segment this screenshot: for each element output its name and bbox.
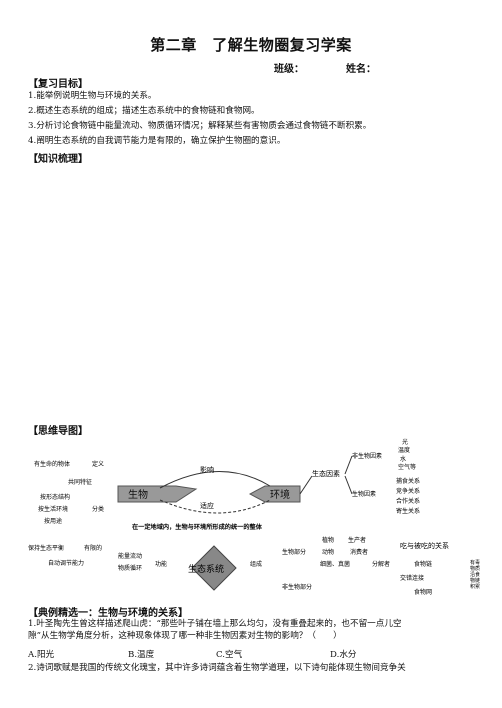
function: 功能 <box>155 560 167 568</box>
bio-label: 生物 <box>128 488 148 501</box>
option-d: D.水分 <box>330 650 357 660</box>
self-reg: 自动调节能力 <box>48 559 84 567</box>
biotic: 生物因素 <box>352 490 376 498</box>
bio-part: 生物部分 <box>282 548 306 556</box>
abiotic-item: 光 <box>402 438 408 446</box>
name-label: 姓名： <box>346 64 376 75</box>
influence-arrow <box>159 471 271 489</box>
decomposer-src: 细菌、真菌 <box>320 560 350 568</box>
cross-link: 交错连接 <box>400 574 424 582</box>
decomposer: 分解者 <box>372 560 390 568</box>
knowledge-heading: 【知识梳理】 <box>28 154 88 165</box>
eat-relation: 吃与被吃的关系 <box>400 541 449 550</box>
adapt-label: 适应 <box>200 501 214 510</box>
goal-item: 4.阐明生态系统的自我调节能力是有限的，确立保护生物圈的意识。 <box>28 136 286 146</box>
harmful: 物质 <box>470 565 480 572</box>
bio-node <box>117 485 198 503</box>
goal-item: 2.概述生态系统的组成；描述生态系统中的食物链和食物网。 <box>28 106 260 116</box>
env-factors: 生态因素 <box>312 469 340 478</box>
biotic-item: 寄生关系 <box>396 507 420 515</box>
abiotic-item: 温度 <box>398 446 410 454</box>
goal-item: 3.分析讨论食物链中能量流动、物质循环情况；解释某些有害物质会通过食物链不断积累… <box>28 121 372 131</box>
abiotic: 非生物因素 <box>352 452 382 460</box>
harmful: 物链 <box>470 577 480 584</box>
biotic-item: 捕食关系 <box>396 477 420 485</box>
abiotic-item: 水 <box>400 455 406 463</box>
example-left: 保持生态平衡 <box>28 544 64 552</box>
matter-cycle: 物质循环 <box>118 564 142 572</box>
harmful: 有毒 <box>470 559 480 566</box>
goal-item: 1.能举例说明生物与环境的关系。 <box>28 91 157 101</box>
page-title: 第二章 了解生物圈复习学案 <box>150 36 352 54</box>
left-item: 按形态结构 <box>40 493 70 501</box>
limited: 有限的 <box>84 544 102 552</box>
q2-line1: 2.诗词歌赋是我国的传统文化瑰宝，其中许多诗词蕴含着生物学道理，以下诗句能体现生… <box>28 663 406 673</box>
option-b: B.温度 <box>128 650 155 660</box>
food-web: 食物网 <box>414 588 432 596</box>
left-item: 分类 <box>92 505 104 513</box>
env-node <box>248 485 301 503</box>
consumer: 消费者 <box>350 548 368 556</box>
left-item: 定义 <box>92 460 104 468</box>
option-a: A.阳光 <box>28 650 55 660</box>
adapt-arrow <box>159 499 271 514</box>
ecosystem-label: 生态系统 <box>188 563 224 575</box>
biotic-item: 竞争关系 <box>396 487 420 495</box>
food-chain: 食物链 <box>414 560 432 568</box>
producer: 生产者 <box>348 536 366 544</box>
review-goals-heading: 【复习目标】 <box>28 79 88 90</box>
left-item: 共同特征 <box>68 478 92 486</box>
left-item: 按用途 <box>44 517 62 525</box>
abio-part: 非生物部分 <box>282 583 312 591</box>
q1-line1: 1.叶圣陶先生曾这样描述爬山虎：“那些叶子铺在墙上那么均匀，没有重叠起来的，也不… <box>28 619 402 629</box>
composition: 组成 <box>250 560 262 568</box>
left-item: 有生命的物体 <box>34 460 70 468</box>
harmful: 沿食 <box>470 571 480 578</box>
plant: 植物 <box>322 536 334 544</box>
q1-line2: 隙”从生物学角度分析，这种现象体现了哪一种非生物因素对生物的影响？（ ） <box>28 631 342 641</box>
biotic-item: 合作关系 <box>396 497 420 505</box>
mindmap-heading: 【思维导图】 <box>28 426 88 437</box>
ecosystem-node <box>191 545 237 591</box>
class-label: 班级： <box>274 64 304 75</box>
abiotic-item: 空气等 <box>398 463 416 471</box>
examples-heading: 【典例精选一：生物与环境的关系】 <box>28 608 188 619</box>
energy-flow: 能量流动 <box>118 552 142 560</box>
mindmap-caption: 在一定地域内，生物与环境所形成的统一的整体 <box>132 523 263 531</box>
animal: 动物 <box>322 548 334 556</box>
option-c: C.空气 <box>216 650 243 660</box>
env-label: 环境 <box>270 488 290 501</box>
mind-map: 生物 环境 影响 适应 生态因素 非生物因素 生物因素 光 温度 水 空气等 捕… <box>28 438 480 596</box>
left-item: 按生活环境 <box>38 505 68 513</box>
harmful: 积累 <box>470 583 480 590</box>
influence-label: 影响 <box>200 465 214 474</box>
